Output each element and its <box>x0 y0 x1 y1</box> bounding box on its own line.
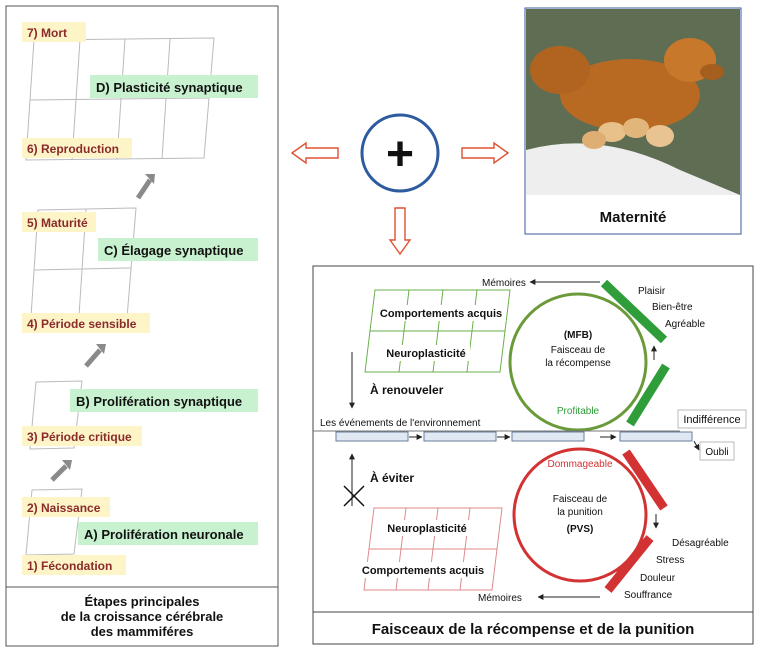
left-panel: 7) Mort 6) Reproduction 5) Maturité 4) P… <box>5 5 279 647</box>
stage-label-5: 5) Maturité <box>22 212 96 232</box>
punish-circle <box>512 447 648 583</box>
svg-text:de la croissance cérébrale: de la croissance cérébrale <box>61 609 224 624</box>
svg-text:4) Période sensible: 4) Période sensible <box>27 317 137 331</box>
svg-text:Dommageable: Dommageable <box>547 459 612 470</box>
svg-text:B) Prolifération synaptique: B) Prolifération synaptique <box>76 394 242 409</box>
svg-text:Comportements acquis: Comportements acquis <box>362 565 484 577</box>
svg-text:(PVS): (PVS) <box>567 524 594 535</box>
stage-label-2: 2) Naissance <box>22 497 110 517</box>
svg-text:+: + <box>386 128 414 181</box>
svg-text:Bien-être: Bien-être <box>652 302 693 313</box>
stage-label-1: 1) Fécondation <box>22 555 126 575</box>
svg-text:7) Mort: 7) Mort <box>27 26 67 40</box>
reward-circle <box>508 292 648 432</box>
svg-text:Étapes principales: Étapes principales <box>85 594 200 609</box>
center-plus: + <box>360 113 440 193</box>
svg-text:1) Fécondation: 1) Fécondation <box>27 559 112 573</box>
outline-arrow-down <box>388 207 412 256</box>
grey-arrow-1 <box>50 460 72 482</box>
svg-text:6) Reproduction: 6) Reproduction <box>27 142 119 156</box>
svg-text:5) Maturité: 5) Maturité <box>27 216 88 230</box>
outline-arrow-right <box>461 141 510 165</box>
svg-text:Douleur: Douleur <box>640 573 676 584</box>
svg-text:Maternité: Maternité <box>600 209 667 226</box>
grid-bottom <box>25 488 83 556</box>
stage-label-7: 7) Mort <box>22 22 86 42</box>
events-label: Les événements de l'environnement <box>320 418 481 429</box>
red-bar-lower <box>604 535 654 593</box>
svg-text:Désagréable: Désagréable <box>672 538 729 549</box>
left-caption: Étapes principales de la croissance céré… <box>61 594 224 639</box>
svg-text:Profitable: Profitable <box>557 406 600 417</box>
svg-text:(MFB): (MFB) <box>564 330 592 341</box>
renew-label: À renouveler <box>370 382 444 397</box>
avoid-label: À éviter <box>370 470 414 485</box>
svg-text:3) Période critique: 3) Période critique <box>27 430 132 444</box>
svg-text:Faisceau de: Faisceau de <box>551 345 606 356</box>
right-panel: Faisceaux de la récompense et de la puni… <box>312 265 754 645</box>
stage-label-3: 3) Période critique <box>22 426 142 446</box>
svg-text:2) Naissance: 2) Naissance <box>27 501 101 515</box>
svg-text:des mammiféres: des mammiféres <box>91 624 194 639</box>
svg-text:Neuroplasticité: Neuroplasticité <box>387 523 466 535</box>
indifference-label: Indifférence <box>683 414 740 426</box>
green-bar-lower <box>626 363 670 427</box>
top-memories-label: Mémoires <box>482 278 526 289</box>
red-bar-upper <box>622 449 668 511</box>
oubli-label: Oubli <box>705 447 728 458</box>
svg-text:Agréable: Agréable <box>665 319 705 330</box>
stage-label-4: 4) Période sensible <box>22 313 150 333</box>
phase-label-c: C) Élagage synaptique <box>98 238 258 261</box>
svg-text:Souffrance: Souffrance <box>624 590 673 601</box>
svg-text:Faisceau de: Faisceau de <box>553 494 608 505</box>
svg-text:Stress: Stress <box>656 555 684 566</box>
grey-arrow-2 <box>84 344 106 368</box>
svg-text:A) Prolifération neuronale: A) Prolifération neuronale <box>84 527 244 542</box>
grey-arrow-3 <box>135 174 155 200</box>
x-mark <box>343 485 365 507</box>
svg-text:la punition: la punition <box>557 507 603 518</box>
svg-text:Plaisir: Plaisir <box>638 286 666 297</box>
phase-label-b: B) Prolifération synaptique <box>70 389 258 412</box>
phase-label-d: D) Plasticité synaptique <box>90 75 258 98</box>
svg-text:Neuroplasticité: Neuroplasticité <box>386 348 465 360</box>
event-bars <box>335 431 693 442</box>
phase-label-a: A) Prolifération neuronale <box>78 522 258 545</box>
right-panel-title: Faisceaux de la récompense et de la puni… <box>372 621 695 638</box>
green-bar-upper <box>600 279 668 344</box>
maternite-photo: Maternité <box>524 7 742 235</box>
svg-text:la récompense: la récompense <box>545 358 611 369</box>
outline-arrow-left <box>290 141 339 165</box>
svg-text:C) Élagage synaptique: C) Élagage synaptique <box>104 243 243 258</box>
svg-text:D) Plasticité synaptique: D) Plasticité synaptique <box>96 80 243 95</box>
svg-text:Comportements acquis: Comportements acquis <box>380 308 502 320</box>
bottom-memories-label: Mémoires <box>478 593 522 604</box>
stage-label-6: 6) Reproduction <box>22 138 132 158</box>
